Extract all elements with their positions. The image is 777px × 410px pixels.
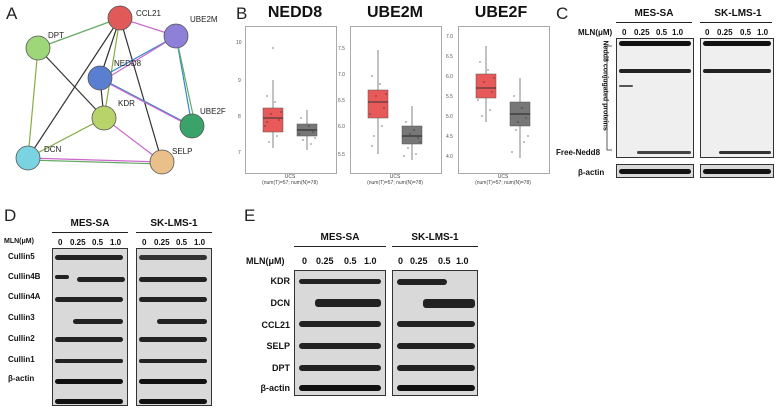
node-label-kdr: KDR: [118, 99, 135, 108]
plot-xlabel-ube2f: UCS (num(T)=57; num(N)=78): [475, 174, 531, 186]
panel-e-label: E: [244, 206, 256, 225]
panel-b-label: B: [236, 4, 248, 23]
e-group-sklms1: SK-LMS-1: [411, 232, 459, 243]
node-label-selp: SELP: [172, 147, 192, 156]
d-blot-sklms1: [136, 248, 212, 406]
c-free-nedd8-label: Free-Nedd8: [556, 148, 601, 157]
ppi-network: CCL21 UBE2M DPT NEDD8 KDR UBE2F DCN SELP: [15, 5, 226, 175]
node-dpt: [25, 35, 51, 61]
node-selp: [149, 149, 175, 175]
c-bracket: [606, 45, 612, 151]
plot-xlabel-ube2m: UCS (num(T)=57; num(N)=78): [367, 174, 423, 186]
c-actin-sklms1: [700, 164, 774, 178]
plot-xlabel-nedd8: UCS (num(T)=57; num(N)=78): [262, 174, 318, 186]
boxplot-ube2f: [458, 26, 550, 174]
panel-d-label: D: [4, 206, 17, 225]
boxplot-nedd8-marks: [262, 47, 318, 150]
node-label-ube2m: UBE2M: [190, 15, 218, 24]
e-blot-messa: [294, 270, 386, 396]
node-kdr: [91, 105, 117, 131]
node-label-ccl21: CCL21: [136, 9, 161, 18]
d-mln-label: MLN(μM): [4, 238, 34, 245]
node-label-dpt: DPT: [48, 31, 64, 40]
d-group-sklms1: SK-LMS-1: [150, 218, 198, 229]
boxplot-ube2m-marks: [367, 50, 423, 160]
boxplot-nedd8: [245, 26, 337, 174]
e-blot-sklms1: [392, 270, 478, 396]
c-blot-sklms1: [700, 38, 774, 158]
plot-title-ube2f: UBE2F: [474, 4, 528, 21]
c-actin-messa: [616, 164, 694, 178]
panel-c-label: C: [556, 4, 569, 23]
node-ccl21: [107, 5, 133, 31]
node-label-ube2f: UBE2F: [200, 107, 226, 116]
c-group-sklms1: SK-LMS-1: [714, 8, 762, 19]
node-dcn: [15, 145, 41, 171]
node-label-dcn: DCN: [44, 145, 62, 154]
node-nedd8: [87, 65, 113, 91]
panel-a-label: A: [6, 4, 18, 23]
e-mln-label: MLN(μM): [246, 256, 285, 266]
boxplot-ube2f-marks: [475, 46, 531, 158]
node-ube2m: [163, 23, 189, 49]
c-mln-label: MLN(μM): [578, 28, 613, 37]
d-group-messa: MES-SA: [70, 218, 110, 229]
node-label-nedd8: NEDD8: [114, 59, 142, 68]
c-blot-messa: [616, 38, 694, 158]
c-group-messa: MES-SA: [634, 8, 674, 19]
d-blot-messa: [52, 248, 128, 406]
plot-title-ube2m: UBE2M: [366, 4, 423, 21]
e-group-messa: MES-SA: [320, 232, 360, 243]
node-ube2f: [179, 113, 205, 139]
plot-title-nedd8: NEDD8: [267, 4, 323, 21]
c-actin-label: β-actin: [578, 168, 605, 177]
boxplot-ube2m: [350, 26, 442, 174]
